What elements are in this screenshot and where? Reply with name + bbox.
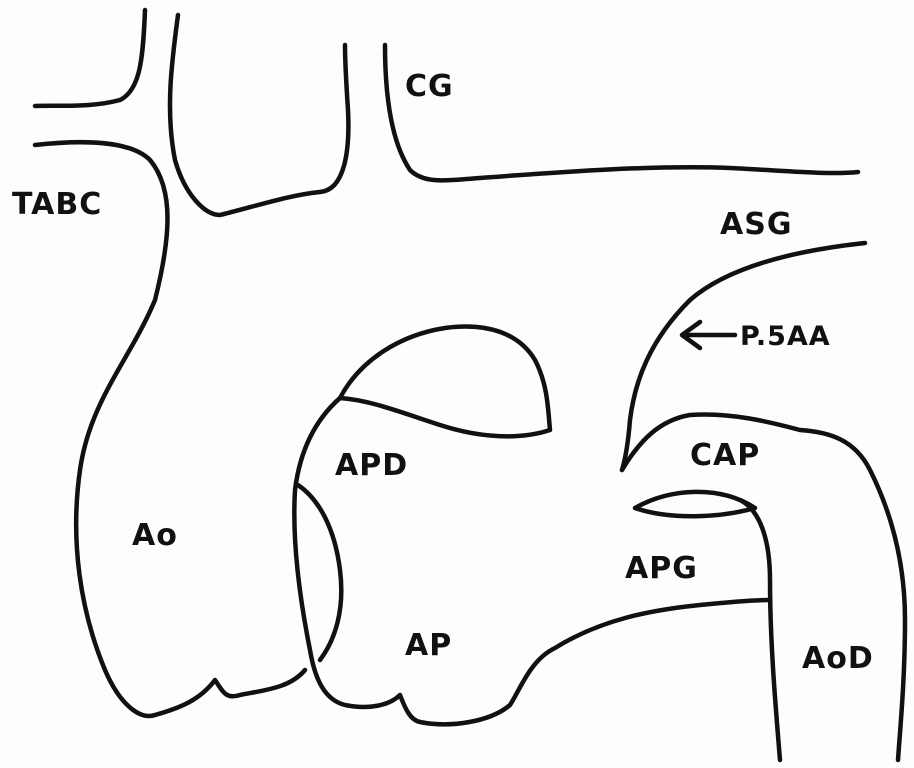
aod-inner-wall (740, 500, 780, 760)
apd-upper-shape (340, 327, 550, 437)
label-p5aa: P.5AA (740, 321, 831, 352)
label-asg: ASG (720, 207, 792, 242)
ductus-lens (635, 492, 755, 516)
label-aod: AoD (802, 641, 874, 676)
label-apd: APD (335, 448, 408, 483)
aorta-bottom-wall (155, 670, 305, 715)
p5aa-arrow (682, 322, 735, 348)
ap-inner-curve (298, 485, 341, 660)
label-ao: Ao (132, 518, 178, 553)
label-cap: CAP (690, 438, 760, 473)
label-cg: CG (405, 69, 454, 104)
cg-vessel (385, 45, 858, 180)
tabc-upper-wall (35, 10, 145, 106)
label-apg: APG (625, 551, 698, 586)
cap-vessel (622, 414, 905, 760)
label-tabc: TABC (12, 187, 102, 222)
carotid-loop (170, 15, 348, 215)
tabc-lower-wall (35, 142, 168, 716)
label-ap: AP (405, 628, 452, 663)
